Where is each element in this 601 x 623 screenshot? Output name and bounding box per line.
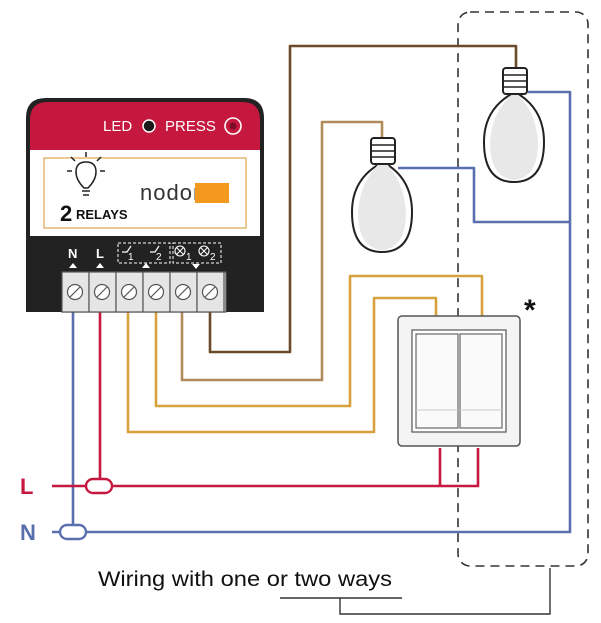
load-output-1-label: 1 [186, 252, 192, 263]
relay-module: LED PRESS 2 RELAYS nodon N L 1 2 [26, 98, 264, 313]
note-asterisk: * [524, 294, 536, 327]
terminal-screws [61, 271, 225, 313]
led-indicator [142, 119, 156, 133]
press-label: PRESS [165, 118, 216, 135]
switch-input-2-label: 2 [156, 252, 162, 263]
caption-bracket [280, 568, 551, 615]
relay-count: 2 [60, 201, 72, 226]
lamp-symbol-2-icon [198, 245, 210, 257]
light-bulb-icon [67, 152, 105, 196]
line-label: L [20, 474, 33, 499]
brand-logo-accent [195, 183, 229, 203]
terminal-label-n: N [68, 246, 77, 261]
lamp-1 [350, 137, 414, 254]
lamp-symbol-1-icon [174, 245, 186, 257]
load-output-markings: 1 2 [172, 242, 222, 264]
two-way-option-box [457, 11, 589, 567]
neutral-label: N [20, 520, 36, 545]
line-connector [84, 477, 114, 495]
neutral-connector [58, 523, 88, 541]
caption: Wiring with one or two ways [98, 568, 392, 591]
switch-rocker-1 [415, 333, 459, 429]
led-label: LED [103, 118, 132, 135]
switch-control-wires [126, 274, 484, 434]
brand-logo: nodon [140, 180, 206, 205]
double-wall-switch [397, 315, 521, 447]
switch-input-1-label: 1 [128, 252, 134, 263]
switch-input-markings: 1 2 [117, 242, 171, 264]
terminal-arrows [69, 263, 200, 269]
load-output-2-label: 2 [210, 252, 216, 263]
switch-rocker-2 [459, 333, 503, 429]
lamp-feed-wires [180, 44, 518, 382]
terminal-label-l: L [96, 246, 104, 261]
lamp-2 [482, 67, 546, 184]
relay-label: RELAYS [76, 207, 128, 222]
